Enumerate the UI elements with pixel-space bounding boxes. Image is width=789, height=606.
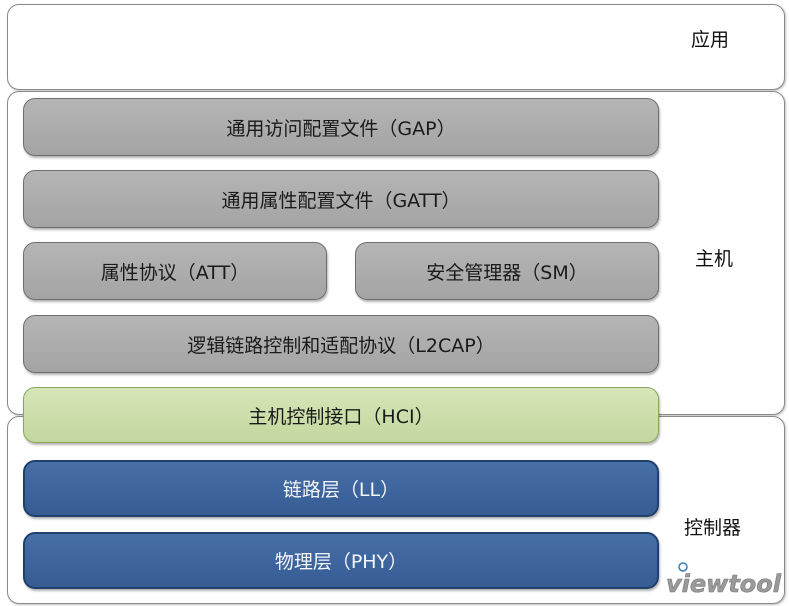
svg-text:viewtool: viewtool bbox=[666, 570, 782, 598]
hci-layer: 主机控制接口（HCI） bbox=[23, 387, 659, 443]
gatt-layer-label: 通用属性配置文件（GATT） bbox=[221, 189, 461, 212]
l2cap-layer-label: 逻辑链路控制和适配协议（L2CAP） bbox=[187, 334, 495, 357]
ll-layer-label: 链路层（LL） bbox=[282, 479, 400, 501]
sm-layer-label: 安全管理器（SM） bbox=[426, 261, 588, 284]
phy-layer-label: 物理层（PHY） bbox=[274, 551, 408, 573]
gap-layer: 通用访问配置文件（GAP） bbox=[23, 98, 659, 156]
gap-layer-label: 通用访问配置文件（GAP） bbox=[226, 117, 456, 140]
l2cap-layer: 逻辑链路控制和适配协议（L2CAP） bbox=[23, 315, 659, 373]
application-section bbox=[7, 4, 785, 90]
ll-layer: 链路层（LL） bbox=[23, 460, 659, 517]
hci-layer-label: 主机控制接口（HCI） bbox=[248, 405, 434, 428]
host-label: 主机 bbox=[695, 248, 734, 270]
phy-layer: 物理层（PHY） bbox=[23, 532, 659, 589]
att-layer: 属性协议（ATT） bbox=[23, 242, 327, 300]
sm-layer: 安全管理器（SM） bbox=[355, 242, 659, 300]
application-label: 应用 bbox=[691, 29, 730, 51]
att-layer-label: 属性协议（ATT） bbox=[100, 261, 250, 284]
controller-label: 控制器 bbox=[684, 517, 742, 539]
viewtool-watermark-logo: viewtool bbox=[666, 562, 782, 598]
gatt-layer: 通用属性配置文件（GATT） bbox=[23, 170, 659, 228]
